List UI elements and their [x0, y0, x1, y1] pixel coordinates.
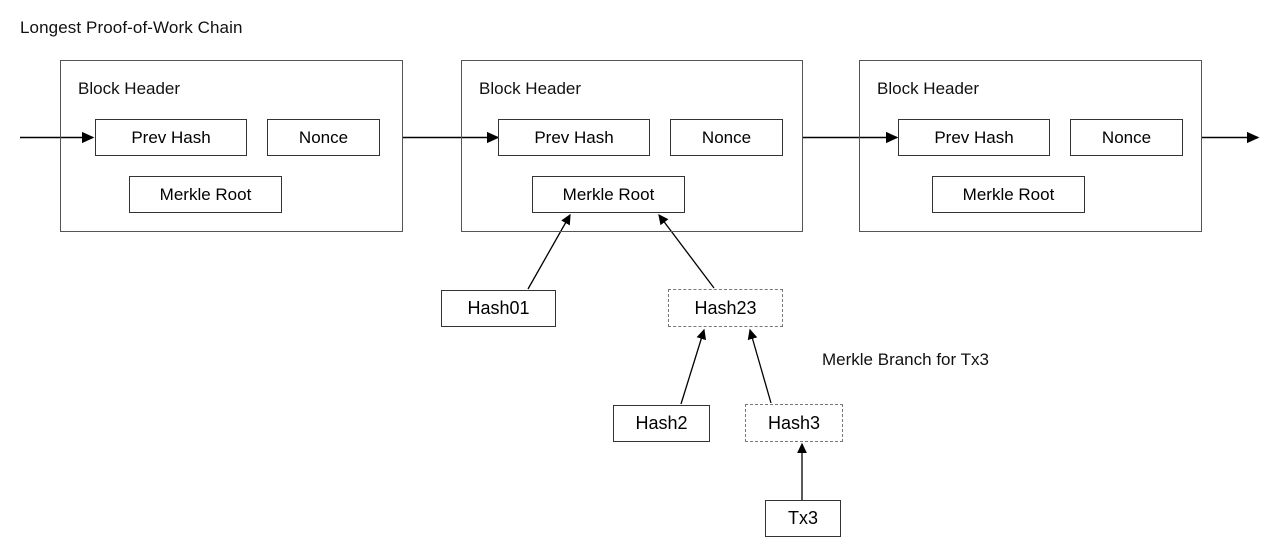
block-2-prev-hash-box[interactable]: Prev Hash	[498, 119, 650, 156]
block-1-prev-hash-box[interactable]: Prev Hash	[95, 119, 247, 156]
block-2-nonce-box[interactable]: Nonce	[670, 119, 783, 156]
block-1-merkle-root-box[interactable]: Merkle Root	[129, 176, 282, 213]
block-2[interactable]	[461, 60, 803, 232]
merkle-node-hash2[interactable]: Hash2	[613, 405, 710, 442]
merkle-node-hash01[interactable]: Hash01	[441, 290, 556, 327]
block-2-header-label: Block Header	[479, 79, 582, 98]
merkle-branch-annotation: Merkle Branch for Tx3	[822, 350, 989, 369]
block-1-nonce-box[interactable]: Nonce	[267, 119, 380, 156]
block-1-header-label: Block Header	[78, 79, 181, 98]
page-title: Longest Proof-of-Work Chain	[20, 18, 243, 37]
merkle-node-tx3[interactable]: Tx3	[765, 500, 841, 537]
merkle-arrow-hash2-to-hash23	[680, 328, 707, 405]
block-1[interactable]	[60, 60, 403, 232]
merkle-node-hash23[interactable]: Hash23	[668, 289, 783, 327]
block-3-nonce-box[interactable]: Nonce	[1070, 119, 1183, 156]
merkle-node-hash3[interactable]: Hash3	[745, 404, 843, 442]
merkle-arrow-hash01-to-merkle-root	[527, 213, 571, 290]
merkle-arrow-hash23-to-merkle-root	[658, 213, 715, 289]
block-3-prev-hash-box[interactable]: Prev Hash	[898, 119, 1050, 156]
block-3[interactable]	[859, 60, 1202, 232]
block-2-merkle-root-box[interactable]: Merkle Root	[532, 176, 685, 213]
merkle-arrow-hash3-to-hash23	[747, 328, 772, 404]
block-3-header-label: Block Header	[877, 79, 980, 98]
block-3-merkle-root-box[interactable]: Merkle Root	[932, 176, 1085, 213]
